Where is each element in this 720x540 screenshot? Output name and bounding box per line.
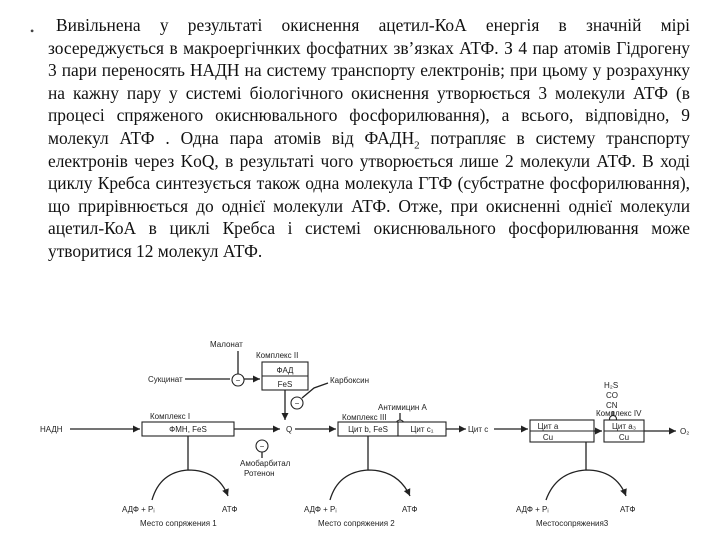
site2-label: Место сопряжения 2: [318, 519, 395, 528]
cyt-a-label: Цит a: [538, 422, 559, 431]
site1-label: Место сопряжения 1: [140, 519, 217, 528]
antimycin-label: Антимицин А: [378, 403, 428, 412]
cu2-label: Cu: [619, 433, 629, 442]
cn-label: CN: [606, 401, 618, 410]
site3-arc: [545, 469, 627, 501]
subscript-2: 2: [414, 139, 420, 152]
site3-label: Местосопряжения3: [536, 519, 609, 528]
nadh-label: НАДН: [40, 425, 63, 434]
cyt-a3-label: Цит a₃: [612, 422, 636, 431]
malonate-label: Малонат: [210, 340, 243, 349]
cyt-c-label: Цит с: [468, 425, 488, 434]
atp3-label: АТФ: [620, 505, 635, 514]
complex1-label: Комплекс I: [150, 412, 190, 421]
paragraph-part-2: потрапляє в систему транспорту електроні…: [48, 127, 690, 261]
fmn-fes-label: ФМН, FeS: [169, 425, 207, 434]
carboxin-inhibit-circle: [290, 396, 304, 410]
paragraph-part-1: Вивільнена у результаті окиснення ацетил…: [48, 15, 690, 148]
site1-arc: [151, 469, 229, 501]
adp1-label: АДФ + Pᵢ: [122, 505, 155, 514]
carboxin-label: Карбоксин: [330, 376, 369, 385]
q-label: Q: [286, 425, 292, 434]
malonate-inhibit-circle: [231, 373, 245, 387]
cyt-b-label: Цит b, FeS: [348, 425, 388, 434]
complex4-label: Комплекс IV: [596, 409, 642, 418]
bullet-marker: •: [30, 24, 35, 38]
amobarbital-label: Амобарбитал: [240, 459, 291, 468]
rotenone-minus: −: [260, 442, 265, 451]
o2-label: O₂: [680, 427, 689, 436]
atp2-label: АТФ: [402, 505, 417, 514]
fad-label: ФАД: [277, 366, 295, 375]
succinate-label: Сукцинат: [148, 375, 183, 384]
body-paragraph: Вивільнена у результаті окиснення ацетил…: [48, 14, 690, 263]
cyt-c1-label: Цит c₁: [411, 425, 434, 434]
cu1-label: Cu: [543, 433, 553, 442]
carboxin-line: [301, 382, 329, 399]
co-label: CO: [606, 391, 618, 400]
complex3-label: Комплекс III: [342, 413, 387, 422]
site2-arc: [329, 469, 411, 501]
malonate-minus: −: [236, 376, 241, 385]
fes-c2-label: FeS: [278, 380, 293, 389]
carboxin-minus: −: [295, 399, 300, 408]
atp1-label: АТФ: [222, 505, 237, 514]
adp3-label: АДФ + Pᵢ: [516, 505, 549, 514]
complex2-label: Комплекс II: [256, 351, 298, 360]
rotenone-label: Ротенон: [244, 469, 275, 478]
h2s-label: H₂S: [604, 381, 618, 390]
adp2-label: АДФ + Pᵢ: [304, 505, 337, 514]
